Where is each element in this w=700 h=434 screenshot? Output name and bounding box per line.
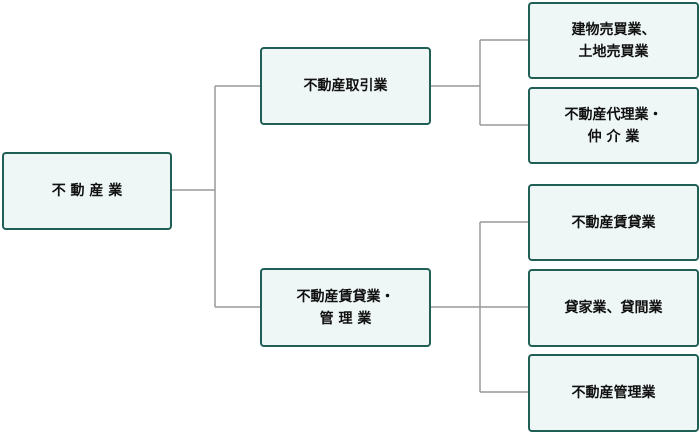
connector-branch-1 xyxy=(431,39,528,126)
node-label: 不 動 産 業 xyxy=(51,183,123,199)
leaf-node: 不動産代理業・ 仲 介 業 xyxy=(528,87,699,164)
node-label: 不動産賃貸業 xyxy=(571,214,656,231)
leaf-node: 不動産賃貸業 xyxy=(528,184,699,261)
root-node: 不 動 産 業 xyxy=(2,152,172,230)
branch-node-leasing: 不動産賃貸業・ 管 理 業 xyxy=(260,268,431,347)
leaf-node: 不動産管理業 xyxy=(528,354,699,432)
node-label: 貸家業、貸間業 xyxy=(564,300,663,316)
node-label: 建物売買業、 土地売買業 xyxy=(571,21,656,60)
connector-branch-2 xyxy=(431,221,528,393)
branch-node-trading: 不動産取引業 xyxy=(260,47,431,125)
leaf-node: 貸家業、貸間業 xyxy=(528,269,699,347)
node-label: 不動産代理業・ 仲 介 業 xyxy=(564,106,663,145)
node-label: 不動産取引業 xyxy=(303,78,388,94)
node-label: 不動産賃貸業・ 管 理 業 xyxy=(296,288,395,327)
leaf-node: 建物売買業、 土地売買業 xyxy=(528,2,699,79)
connector-root xyxy=(172,85,260,308)
node-label: 不動産管理業 xyxy=(571,385,656,401)
